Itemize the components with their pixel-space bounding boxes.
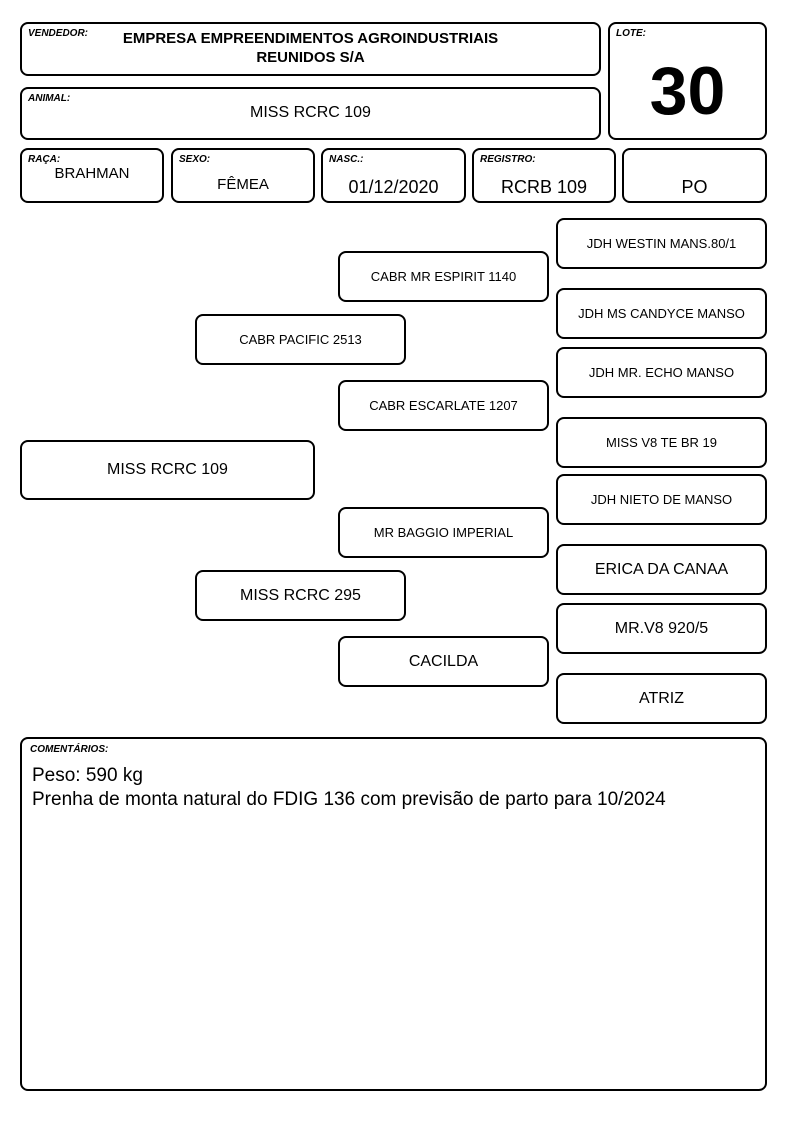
comments-line-2: Prenha de monta natural do FDIG 136 com … <box>32 789 666 810</box>
lot-box: LOTE: 30 <box>608 22 767 140</box>
pedigree-animal-name: MISS RCRC 109 <box>107 461 228 478</box>
pedigree-dam-name: MISS RCRC 295 <box>240 586 361 604</box>
vendor-name-line1: EMPRESA EMPREENDIMENTOS AGROINDUSTRIAIS <box>122 30 499 47</box>
animal-name: MISS RCRC 109 <box>250 104 371 121</box>
pedigree-dam-sire: MR BAGGIO IMPERIAL <box>338 507 549 558</box>
pedigree-sire-sire: CABR MR ESPIRIT 1140 <box>338 251 549 302</box>
sex-box: SEXO: FÊMEA <box>171 148 315 203</box>
breed-value: BRAHMAN <box>54 165 130 182</box>
breed-label: RAÇA: <box>28 154 61 165</box>
registry-label: REGISTRO: <box>480 154 536 165</box>
pedigree-dss: JDH NIETO DE MANSO <box>556 474 767 525</box>
birth-box: NASC.: 01/12/2020 <box>321 148 466 203</box>
pedigree-sdd-name: MISS V8 TE BR 19 <box>605 435 718 450</box>
vendor-box: VENDEDOR: EMPRESA EMPREENDIMENTOS AGROIN… <box>20 22 601 76</box>
pedigree-sire-name: CABR PACIFIC 2513 <box>239 332 362 347</box>
registry-box: REGISTRO: RCRB 109 <box>472 148 616 203</box>
pedigree-dsd: ERICA DA CANAA <box>556 544 767 595</box>
pedigree-dam-sire-name: MR BAGGIO IMPERIAL <box>373 525 514 540</box>
pedigree-ssd-name: JDH MS CANDYCE MANSO <box>578 306 745 321</box>
pedigree-sire: CABR PACIFIC 2513 <box>195 314 406 365</box>
vendor-label: VENDEDOR: <box>28 28 89 39</box>
lot-label: LOTE: <box>616 28 646 39</box>
animal-box: ANIMAL: MISS RCRC 109 <box>20 87 601 140</box>
pedigree-ddd-name: ATRIZ <box>638 689 685 707</box>
animal-label: ANIMAL: <box>28 93 71 104</box>
comments-box: COMENTÁRIOS: Peso: 590 kg Prenha de mont… <box>20 737 767 1091</box>
breed-box: RAÇA: BRAHMAN <box>20 148 164 203</box>
comments-line-1: Peso: 590 kg <box>32 765 143 786</box>
sex-value: FÊMEA <box>217 176 269 193</box>
pedigree-sss: JDH WESTIN MANS.80/1 <box>556 218 767 269</box>
pedigree-sds: JDH MR. ECHO MANSO <box>556 347 767 398</box>
pedigree-dss-name: JDH NIETO DE MANSO <box>590 492 733 507</box>
pedigree-dam-dam: CACILDA <box>338 636 549 687</box>
category-value: PO <box>681 177 708 197</box>
pedigree-sire-dam-name: CABR ESCARLATE 1207 <box>369 398 518 413</box>
pedigree-sdd: MISS V8 TE BR 19 <box>556 417 767 468</box>
pedigree-ssd: JDH MS CANDYCE MANSO <box>556 288 767 339</box>
birth-value: 01/12/2020 <box>348 177 439 197</box>
registry-value: RCRB 109 <box>500 177 588 197</box>
pedigree-dam-dam-name: CACILDA <box>408 652 479 670</box>
pedigree-dds-name: MR.V8 920/5 <box>614 619 709 637</box>
pedigree-sss-name: JDH WESTIN MANS.80/1 <box>586 236 737 251</box>
category-box: PO <box>622 148 767 203</box>
sex-label: SEXO: <box>179 154 211 165</box>
pedigree-sds-name: JDH MR. ECHO MANSO <box>588 365 735 380</box>
lot-number: 30 <box>649 53 726 129</box>
comments-label: COMENTÁRIOS: <box>30 744 109 755</box>
pedigree-sire-sire-name: CABR MR ESPIRIT 1140 <box>370 269 517 284</box>
pedigree-dam: MISS RCRC 295 <box>195 570 406 621</box>
birth-label: NASC.: <box>329 154 364 165</box>
vendor-name-line2: REUNIDOS S/A <box>256 49 365 66</box>
pedigree-sire-dam: CABR ESCARLATE 1207 <box>338 380 549 431</box>
pedigree-dsd-name: ERICA DA CANAA <box>594 560 729 578</box>
pedigree-ddd: ATRIZ <box>556 673 767 724</box>
pedigree-dds: MR.V8 920/5 <box>556 603 767 654</box>
pedigree-animal: MISS RCRC 109 <box>20 440 315 500</box>
